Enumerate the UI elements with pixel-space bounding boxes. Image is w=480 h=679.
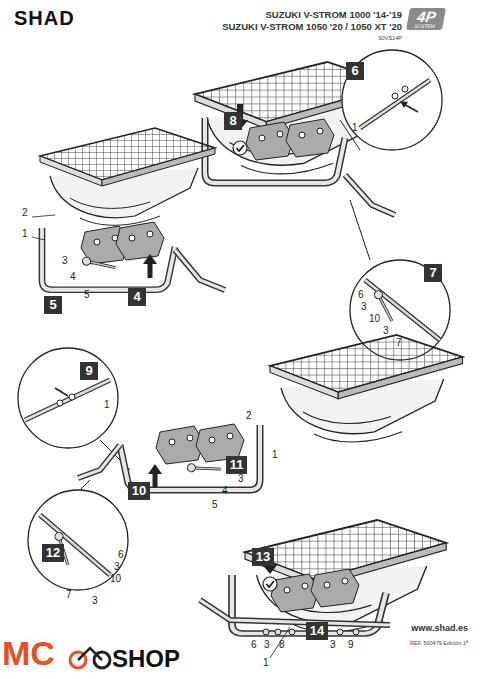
part-number: 1 — [272, 450, 278, 461]
step-number: 11 — [226, 456, 247, 474]
step-number: 12 — [42, 544, 64, 562]
part-number: 5 — [212, 500, 218, 511]
part-number: 2 — [246, 411, 252, 422]
website: www.shad.es — [411, 624, 468, 633]
part-number: 2 — [22, 208, 28, 219]
part-number: 6 — [358, 290, 364, 301]
part-number: 4 — [222, 486, 228, 497]
kit-reference: S0VS14P — [378, 36, 402, 42]
step-number: 13 — [252, 548, 274, 566]
step-label: 5 — [47, 296, 59, 313]
part-number: 3 — [361, 302, 367, 313]
step-label: 4 — [131, 288, 143, 305]
part-number: 3 — [92, 596, 98, 607]
step-label: 7 — [427, 264, 439, 281]
part-number: 1 — [22, 229, 28, 240]
part-number: 7 — [396, 338, 402, 349]
watermark-logo: MC — [2, 636, 55, 672]
part-number: 3 — [264, 640, 270, 651]
step-number: 5 — [44, 296, 62, 314]
step-number: 9 — [80, 362, 98, 380]
step-number: 10 — [128, 482, 150, 500]
part-number: 6 — [118, 550, 124, 561]
part-number: 3 — [114, 562, 120, 573]
step-label: 8 — [227, 112, 239, 129]
step-label: 13 — [255, 548, 271, 565]
step-number: 4 — [128, 288, 146, 306]
logo-mark: 4P — [411, 9, 442, 24]
part-number: 9 — [348, 640, 354, 651]
logo-subtitle: SYSTEM — [410, 24, 439, 29]
part-number: 10 — [369, 314, 380, 325]
part-number: 4 — [70, 272, 76, 283]
step-label: 12 — [45, 544, 61, 561]
step-label: 11 — [229, 456, 244, 473]
step-label: 6 — [349, 62, 361, 79]
step-number: 8 — [224, 112, 242, 130]
part-number: 1 — [263, 658, 269, 669]
part-number: 3 — [330, 640, 336, 651]
step-label: 14 — [309, 622, 325, 639]
part-number: 8 — [279, 640, 285, 651]
step-number: 6 — [346, 62, 364, 80]
part-number: 1 — [352, 123, 358, 134]
system-logo: 4PSYSTEM — [406, 8, 446, 30]
part-number: 6 — [251, 640, 257, 651]
step-number: 14 — [306, 622, 328, 640]
model-title: SUZUKI V-STROM 1000 '14-'19 — [265, 10, 402, 20]
part-number: 3 — [238, 474, 244, 485]
step-label: 10 — [131, 482, 147, 499]
step-number: 7 — [424, 264, 442, 282]
document-reference: REF. 500479 Edición 1ª — [410, 641, 468, 647]
step-label: 9 — [83, 362, 95, 379]
part-number: 3 — [62, 256, 68, 267]
watermark-logo: SHOP — [112, 646, 180, 671]
part-number: 10 — [110, 574, 121, 585]
brand-logo: SHAD — [14, 8, 75, 29]
part-number: 3 — [383, 326, 389, 337]
part-number: 5 — [84, 290, 90, 301]
part-number: 1 — [104, 400, 110, 411]
part-number: 7 — [66, 590, 72, 601]
model-title: SUZUKI V-STROM 1050 '20 / 1050 XT '20 — [222, 22, 402, 32]
